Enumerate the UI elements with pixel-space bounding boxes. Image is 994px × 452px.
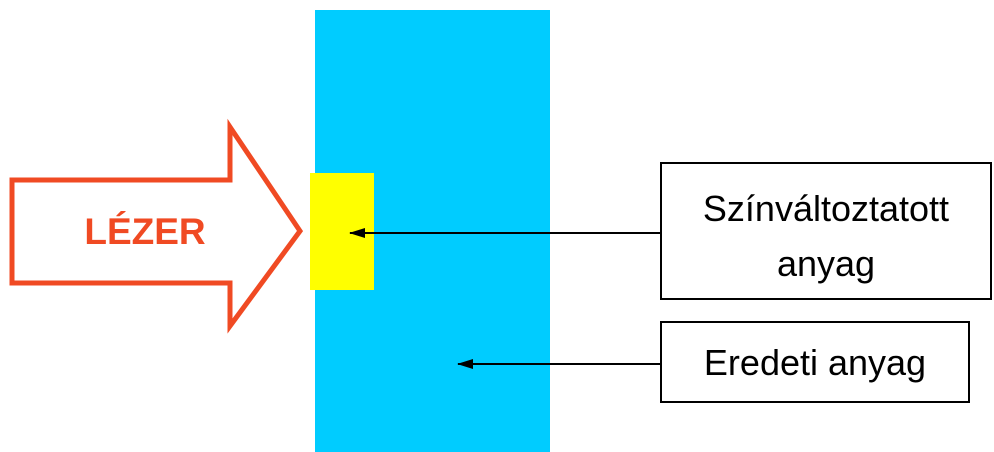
color-changed-callout-box bbox=[660, 162, 992, 300]
laser-label: LÉZER bbox=[84, 211, 205, 252]
original-material-callout-label: Eredeti anyag bbox=[704, 342, 926, 383]
original-material-callout-box bbox=[660, 321, 970, 403]
laser-arrow-icon bbox=[9, 118, 304, 334]
color-changed-callout-line1: Színváltoztatott bbox=[703, 188, 949, 229]
color-changed-callout-line2: anyag bbox=[777, 243, 875, 284]
color-changed-region bbox=[310, 173, 374, 290]
